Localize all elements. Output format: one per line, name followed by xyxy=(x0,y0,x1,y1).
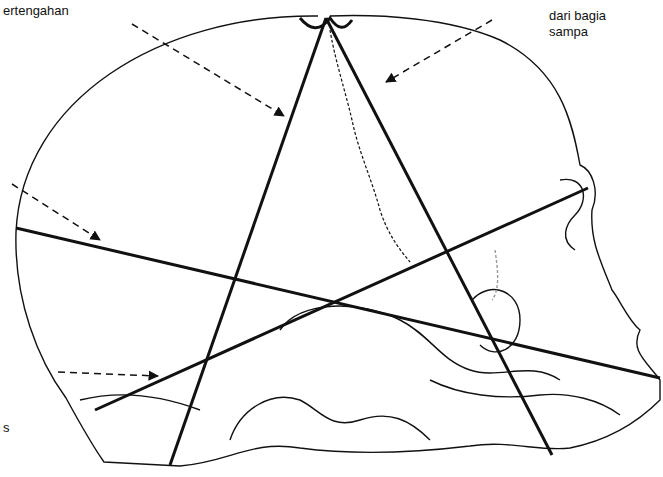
callout-label: s xyxy=(2,420,18,436)
callout-label: ertengahan xyxy=(2,3,94,19)
skull-outline xyxy=(16,16,660,466)
callout-label: dari bagia sampa xyxy=(548,8,630,41)
measurement-lines xyxy=(16,18,660,465)
leader-arrows xyxy=(12,20,492,376)
